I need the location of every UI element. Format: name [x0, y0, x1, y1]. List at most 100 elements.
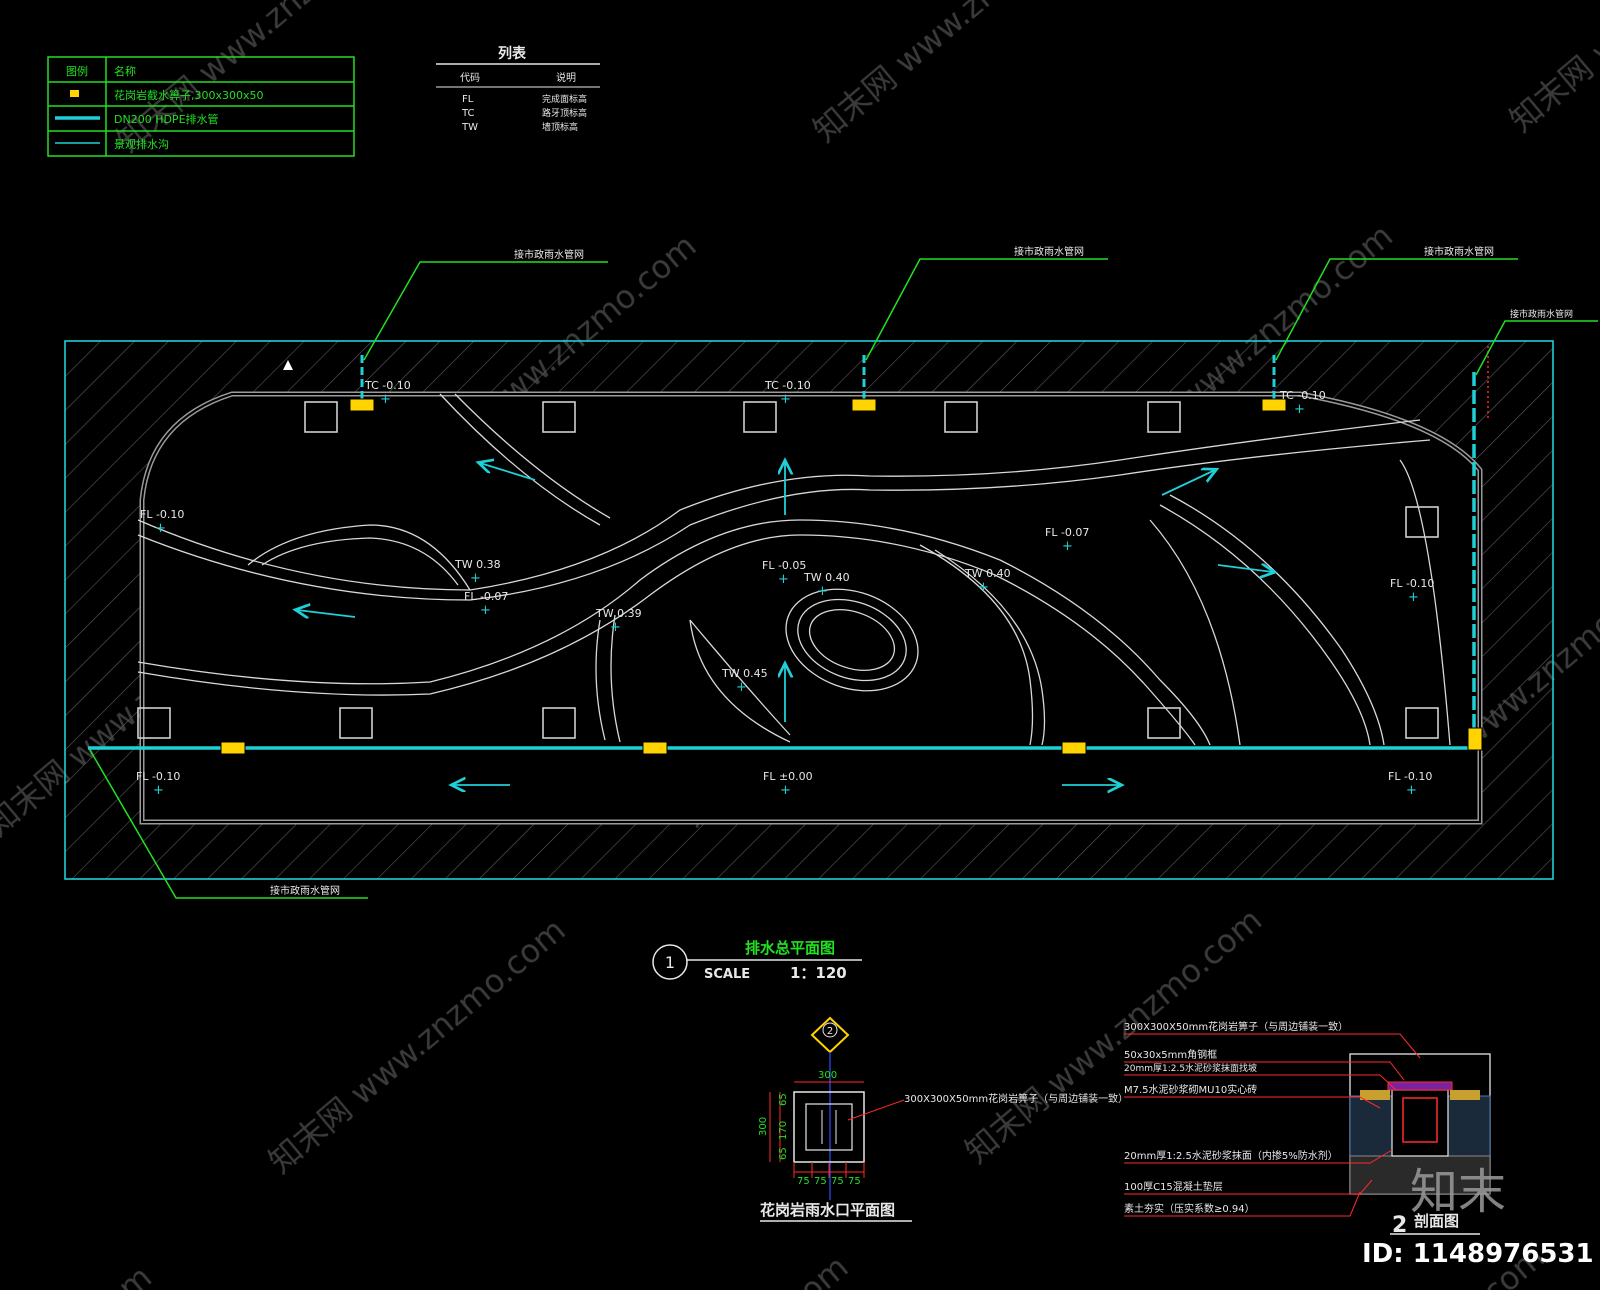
legend-header-symbol: 图例	[66, 64, 88, 78]
svg-text:M7.5水泥砂浆砌MU10实心砖: M7.5水泥砂浆砌MU10实心砖	[1124, 1083, 1257, 1096]
image-id: ID: 1148976531	[1362, 1239, 1594, 1269]
catch-basins	[220, 398, 1483, 755]
callout-text: 接市政雨水管网	[1424, 245, 1494, 258]
svg-text:+: +	[480, 603, 491, 618]
level-marker: TC -0.10+	[1279, 389, 1326, 417]
level-marker: TW 0.45+	[721, 667, 768, 695]
dim-label: 65	[778, 1147, 789, 1160]
dim-label: 170	[778, 1121, 789, 1140]
level-marker: FL -0.10+	[140, 508, 184, 536]
svg-text:100厚C15混凝土垫层: 100厚C15混凝土垫层	[1124, 1180, 1223, 1193]
dim-label: 65	[778, 1093, 789, 1106]
abbreviation-list: 列表 代码 说明 FL 完成面标高 TC 路牙顶标高 TW 墙顶标高	[436, 45, 600, 133]
level-marker: FL -0.10+	[1390, 577, 1434, 605]
svg-text:20mm厚1:2.5水泥砂浆抹面（内掺5%防水剂）: 20mm厚1:2.5水泥砂浆抹面（内掺5%防水剂）	[1124, 1149, 1338, 1162]
level-marker: TC -0.10+	[364, 379, 411, 407]
svg-text:TW 0.40: TW 0.40	[964, 567, 1011, 580]
dim-label: 75	[814, 1176, 827, 1187]
abbrev-title: 列表	[498, 45, 527, 62]
plan-number: 1	[665, 953, 675, 972]
legend-row-label: 花岗岩截水箅子,300x300x50	[114, 88, 264, 102]
scale-label: SCALE	[704, 967, 750, 982]
dim-label: 300	[758, 1117, 769, 1136]
svg-text:+: +	[780, 783, 791, 798]
dim-label: 75	[831, 1176, 844, 1187]
drain-grate-icon	[70, 90, 79, 97]
svg-text:FL -0.05: FL -0.05	[762, 559, 806, 572]
svg-text:+: +	[1408, 590, 1419, 605]
tree-pits	[137, 401, 1439, 739]
svg-text:+: +	[153, 783, 164, 798]
legend-header-name: 名称	[114, 64, 136, 78]
plan-title: 排水总平面图	[745, 939, 835, 957]
abbrev-desc: 完成面标高	[542, 93, 587, 105]
svg-text:FL ±0.00: FL ±0.00	[763, 770, 813, 783]
callout-leaders	[89, 258, 1598, 899]
svg-text:FL -0.10: FL -0.10	[136, 770, 180, 783]
grate-note: 300X300X50mm花岗岩箅子（与周边铺装一致）	[904, 1092, 1128, 1105]
svg-text:+: +	[1406, 783, 1417, 798]
abbrev-desc: 墙顶标高	[542, 121, 578, 133]
abbrev-code: TC	[461, 108, 475, 119]
brand-watermark: 知末 ID: 1148976531	[1362, 1164, 1594, 1269]
svg-text:FL -0.07: FL -0.07	[464, 590, 508, 603]
section-leaders	[1124, 1033, 1421, 1217]
svg-text:TW 0.45: TW 0.45	[721, 667, 768, 680]
plan-title-block: 1 排水总平面图 SCALE 1：120	[652, 939, 862, 982]
svg-text:+: +	[978, 580, 989, 595]
legend-row-label: 景观排水沟	[114, 137, 169, 151]
level-marker: FL ±0.00+	[763, 770, 813, 798]
callout-text: 接市政雨水管网	[1510, 308, 1573, 320]
callout-text: 接市政雨水管网	[514, 248, 584, 261]
abbrev-col-code: 代码	[460, 72, 480, 84]
svg-text:FL -0.10: FL -0.10	[140, 508, 184, 521]
svg-text:+: +	[736, 680, 747, 695]
svg-text:20mm厚1:2.5水泥砂浆抹面找坡: 20mm厚1:2.5水泥砂浆抹面找坡	[1124, 1062, 1257, 1074]
level-marker: TC -0.10+	[764, 379, 811, 407]
grate-plan-title: 花岗岩雨水口平面图	[760, 1201, 895, 1219]
legend-row-label: DN200 HDPE排水管	[114, 112, 219, 126]
level-marker: TW 0.40+	[964, 567, 1011, 595]
level-marker: TW 0.38+	[454, 558, 501, 586]
abbrev-desc: 路牙顶标高	[542, 107, 587, 119]
section-detail: 300X300X50mm花岗岩箅子（与周边铺装一致） 50x30x5mm角钢框 …	[1124, 1020, 1491, 1238]
abbrev-col-desc: 说明	[556, 71, 576, 84]
section-title: 剖面图	[1414, 1212, 1459, 1230]
scale-value: 1：120	[790, 964, 847, 982]
level-marker: FL -0.07+	[1045, 526, 1089, 554]
callout-texts: 接市政雨水管网 接市政雨水管网 接市政雨水管网 接市政雨水管网 接市政雨水管网	[270, 245, 1573, 897]
legend-table: 图例 名称 花岗岩截水箅子,300x300x50 DN200 HDPE排水管 景…	[47, 56, 355, 157]
level-marker: FL -0.07+	[464, 590, 508, 618]
svg-text:+: +	[1062, 539, 1073, 554]
svg-text:50x30x5mm角钢框: 50x30x5mm角钢框	[1124, 1048, 1217, 1061]
level-marker: TW 0.40+	[803, 571, 850, 599]
callout-text: 接市政雨水管网	[270, 884, 340, 897]
svg-text:TW 0.40: TW 0.40	[803, 571, 850, 584]
svg-text:+: +	[780, 392, 791, 407]
svg-text:+: +	[610, 620, 621, 635]
level-marker: TW 0.39+	[595, 607, 642, 635]
abbrev-code: TW	[461, 122, 478, 133]
svg-text:+: +	[778, 572, 789, 587]
flow-arrows	[297, 462, 1273, 785]
grate-detail-plan: 2 300 65 170 65 300 75 75 75 75	[758, 1016, 1128, 1222]
section-notes: 300X300X50mm花岗岩箅子（与周边铺装一致） 50x30x5mm角钢框 …	[1124, 1020, 1348, 1215]
svg-text:TC -0.10: TC -0.10	[364, 379, 411, 392]
level-marker: FL -0.10+	[1388, 770, 1432, 798]
dim-label: 300	[818, 1070, 837, 1081]
section-number: 2	[1392, 1213, 1407, 1238]
abbrev-code: FL	[462, 94, 474, 105]
site-plan: TC -0.10+ TC -0.10+ TC -0.10+ FL -0.10+ …	[64, 245, 1598, 899]
landscape-paths	[137, 393, 1451, 746]
svg-text:+: +	[380, 392, 391, 407]
svg-text:+: +	[1294, 402, 1305, 417]
level-marker: FL -0.05+	[762, 559, 806, 587]
svg-text:素土夯实（压实系数≥0.94）: 素土夯实（压实系数≥0.94）	[1124, 1202, 1255, 1215]
dim-label: 75	[797, 1176, 810, 1187]
dim-label: 75	[848, 1176, 861, 1187]
svg-text:300X300X50mm花岗岩箅子（与周边铺装一致）: 300X300X50mm花岗岩箅子（与周边铺装一致）	[1124, 1020, 1348, 1033]
drain-pipes	[88, 355, 1476, 750]
svg-text:TW 0.38: TW 0.38	[454, 558, 501, 571]
north-arrow-icon	[283, 360, 293, 370]
